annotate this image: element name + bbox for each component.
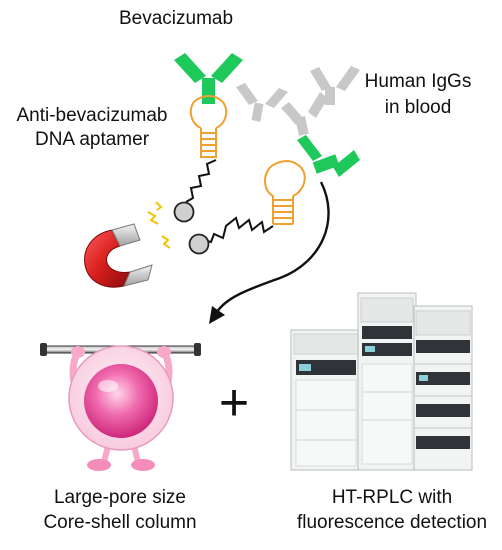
core-shell-particle-mascot xyxy=(40,343,201,471)
arrow-icon xyxy=(209,181,330,324)
linker-icon xyxy=(203,216,274,244)
label-hplc-line1: HT-RPLC with xyxy=(331,487,453,508)
label-aptamer-line1: Anti-bevacizumab xyxy=(16,105,168,126)
antibody-icon xyxy=(297,135,360,177)
magnet-icon xyxy=(84,223,153,288)
magnetic-bead-icon xyxy=(188,233,210,255)
dna-aptamer-icon xyxy=(189,95,228,158)
plus-sign: + xyxy=(219,374,249,432)
label-igg-line2: in blood xyxy=(384,97,452,118)
igg-icon xyxy=(310,66,360,105)
hplc-instrument-icon xyxy=(290,292,473,471)
antibody-icon xyxy=(174,53,243,104)
label-hplc-line2: fluorescence detection xyxy=(296,512,488,533)
label-aptamer-line2: DNA aptamer xyxy=(34,129,150,150)
magnetic-bead-icon xyxy=(173,201,195,223)
label-column-line2: Core-shell column xyxy=(43,512,197,533)
igg-icon xyxy=(281,92,328,136)
dna-aptamer-icon xyxy=(264,160,306,225)
label-igg-line1: Human IgGs xyxy=(364,71,472,92)
label-column-line1: Large-pore size xyxy=(53,487,187,508)
spark-icon xyxy=(147,201,171,249)
igg-icon xyxy=(236,83,288,122)
linker-icon xyxy=(185,159,217,203)
label-bevacizumab: Bevacizumab xyxy=(119,8,234,29)
